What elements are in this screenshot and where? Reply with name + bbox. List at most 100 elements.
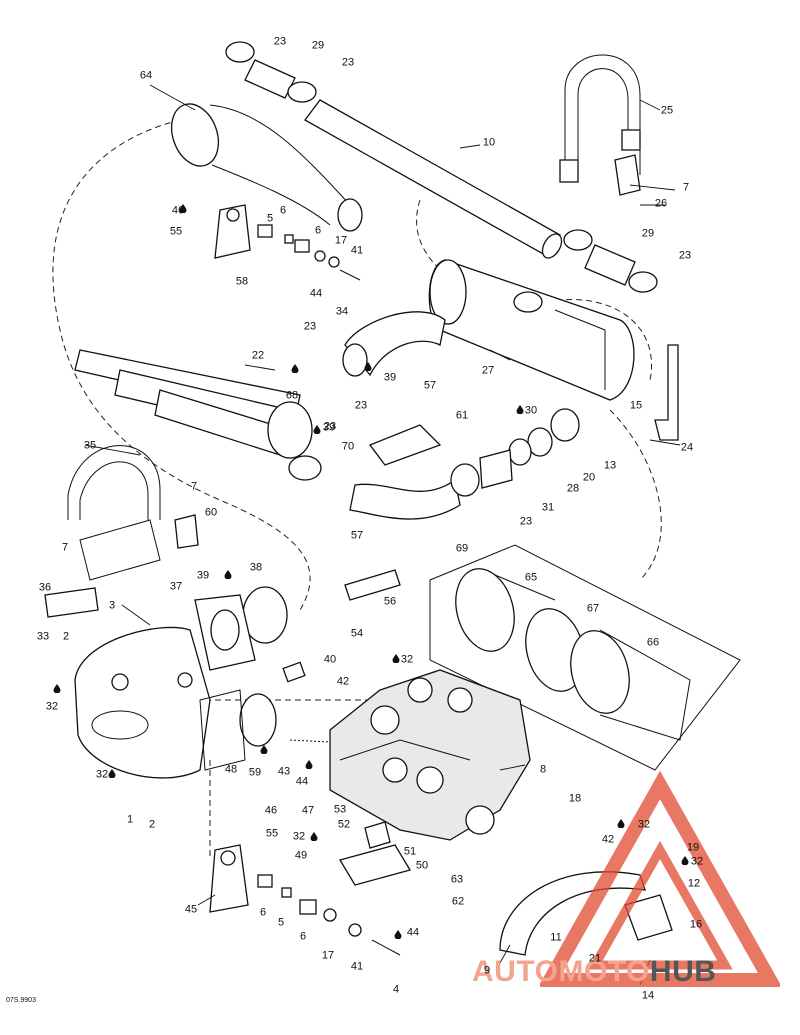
couplers-13-28-20-31 — [450, 408, 580, 497]
pipe-69 — [349, 478, 461, 520]
callout-5: 5 — [277, 916, 285, 929]
callout-44: 44 — [309, 287, 323, 300]
callout-16: 16 — [689, 918, 703, 931]
silencer-box — [429, 544, 741, 771]
callout-33: 33 — [36, 630, 50, 643]
callout-48: 48 — [224, 763, 238, 776]
mount-plate-50-51 — [339, 844, 411, 886]
callout-23: 23 — [273, 35, 287, 48]
callout-62: 62 — [451, 895, 465, 908]
callout-66: 66 — [646, 636, 660, 649]
manifold-68 — [74, 349, 313, 459]
sealant-drop-icon — [313, 425, 321, 437]
muffler-27 — [428, 259, 635, 401]
sealant-drop-icon — [392, 654, 400, 666]
callout-47: 47 — [301, 804, 315, 817]
callout-23: 23 — [354, 399, 368, 412]
callout-67: 67 — [586, 602, 600, 615]
callout-9: 9 — [483, 964, 491, 977]
callout-58: 58 — [235, 275, 249, 288]
sealant-drop-icon — [179, 204, 187, 216]
callout-21: 21 — [588, 952, 602, 965]
callout-2: 2 — [148, 818, 156, 831]
callout-7: 7 — [190, 480, 198, 493]
callout-23: 23 — [678, 249, 692, 262]
callout-25: 25 — [660, 104, 674, 117]
callout-70: 70 — [341, 440, 355, 453]
callout-39: 39 — [196, 569, 210, 582]
bracket-16 — [624, 894, 673, 941]
callout-17: 17 — [321, 949, 335, 962]
callout-52: 52 — [337, 818, 351, 831]
callout-32: 32 — [95, 768, 109, 781]
callout-32: 32 — [690, 855, 704, 868]
callout-56: 56 — [383, 595, 397, 608]
callout-22: 22 — [251, 349, 265, 362]
exhaust-pipe-10 — [304, 99, 563, 259]
callout-44: 44 — [295, 775, 309, 788]
cover-3 — [74, 626, 211, 779]
callout-7: 7 — [682, 181, 690, 194]
sealant-drop-icon — [53, 684, 61, 696]
gasket-48 — [199, 689, 277, 771]
callout-6: 6 — [314, 224, 322, 237]
pipe-22 — [342, 311, 446, 377]
sealant-drop-icon — [394, 930, 402, 942]
callout-45: 45 — [184, 903, 198, 916]
bracket-45 — [209, 844, 249, 913]
plate-56 — [344, 569, 401, 601]
bracket-26 — [614, 154, 641, 196]
callout-69: 69 — [455, 542, 469, 555]
callout-7: 7 — [61, 541, 69, 554]
callout-55: 55 — [265, 827, 279, 840]
callout-8: 8 — [539, 763, 547, 776]
callout-6: 6 — [279, 204, 287, 217]
callout-31: 31 — [541, 501, 555, 514]
callout-55: 55 — [169, 225, 183, 238]
callout-36: 36 — [38, 581, 52, 594]
plate-61 — [368, 424, 442, 466]
callout-39: 39 — [322, 421, 336, 434]
housing-37 — [194, 594, 256, 671]
strap-35 — [67, 445, 161, 520]
plate-36 — [44, 519, 161, 618]
callout-60: 60 — [204, 506, 218, 519]
callout-3: 3 — [108, 599, 116, 612]
watermark-text: AUTOMOTOHUB — [472, 955, 717, 988]
callout-26: 26 — [654, 197, 668, 210]
callout-59: 59 — [248, 766, 262, 779]
callout-32: 32 — [292, 830, 306, 843]
callout-57: 57 — [350, 529, 364, 542]
callout-27: 27 — [481, 364, 495, 377]
callout-24: 24 — [680, 441, 694, 454]
callout-1: 1 — [126, 813, 134, 826]
tuned-pipe-64 — [170, 103, 363, 232]
callout-51: 51 — [403, 845, 417, 858]
callout-5: 5 — [266, 212, 274, 225]
bracket-58 — [214, 204, 251, 259]
sealant-drop-icon — [260, 745, 268, 757]
bracket-24 — [654, 344, 679, 441]
engine-8 — [329, 669, 531, 841]
callout-37: 37 — [169, 580, 183, 593]
callout-41: 41 — [350, 244, 364, 257]
bushing-40 — [282, 661, 306, 683]
sealant-drop-icon — [364, 362, 372, 374]
callout-35: 35 — [83, 439, 97, 452]
callout-32: 32 — [637, 818, 651, 831]
right-clamps-23-29 — [563, 229, 658, 293]
drawing-code: 07S.9903 — [6, 997, 36, 1004]
callout-32: 32 — [45, 700, 59, 713]
sealant-drop-icon — [305, 760, 313, 772]
callout-12: 12 — [687, 877, 701, 890]
callout-43: 43 — [277, 765, 291, 778]
top-clamps-23-29 — [225, 41, 317, 103]
callout-32: 32 — [400, 653, 414, 666]
callout-19: 19 — [686, 841, 700, 854]
dashed-outline-right — [609, 409, 662, 581]
callout-53: 53 — [333, 803, 347, 816]
callout-63: 63 — [450, 873, 464, 886]
watermark-logo-icon — [540, 770, 780, 987]
callout-29: 29 — [311, 39, 325, 52]
